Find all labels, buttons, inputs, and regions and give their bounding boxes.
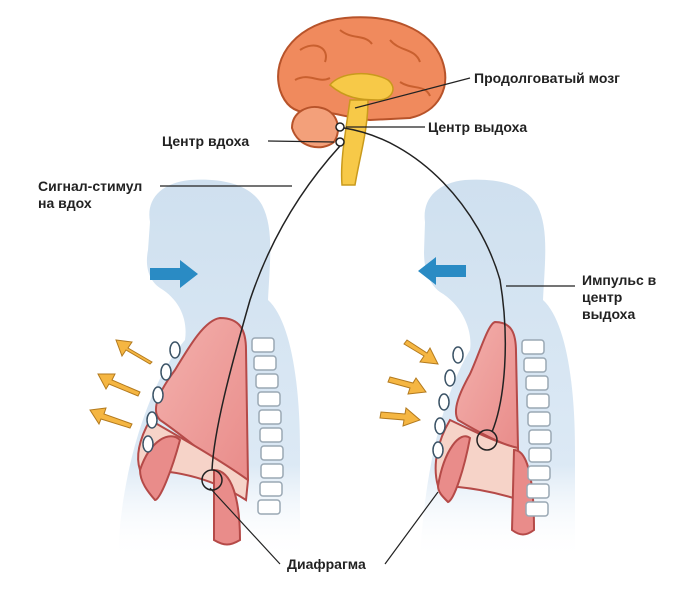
left-ribs bbox=[142, 341, 181, 453]
right-spine bbox=[521, 339, 552, 517]
inhale-signal-label: Сигнал-стимул на вдох bbox=[38, 178, 143, 211]
inhale-nerve bbox=[211, 145, 341, 471]
left-figure bbox=[89, 179, 300, 560]
exhale-center-marker bbox=[335, 122, 345, 132]
callout-lines bbox=[160, 77, 575, 565]
right-diaphragm-marker bbox=[476, 429, 498, 451]
brain bbox=[277, 16, 447, 186]
exhale-center-label: Центр выдоха bbox=[428, 119, 528, 135]
right-ribs bbox=[432, 346, 464, 459]
brain-inner bbox=[328, 72, 394, 101]
right-diaphragm bbox=[436, 435, 472, 504]
brainstem bbox=[340, 99, 369, 186]
nerve-lines bbox=[211, 127, 507, 471]
left-lung bbox=[155, 316, 250, 482]
arrow-down-right-icon bbox=[379, 339, 439, 427]
inhale-center-marker bbox=[335, 137, 345, 147]
exhale-impulse-label: Импульс в центр выдоха bbox=[582, 272, 657, 322]
diaphragm-label: Диафрагма bbox=[287, 556, 366, 572]
brain-folds bbox=[294, 29, 431, 97]
arrow-left-icon bbox=[418, 257, 466, 285]
medulla-label: Продолговатый мозг bbox=[474, 70, 621, 86]
right-figure bbox=[379, 179, 575, 560]
exhale-nerve bbox=[343, 127, 507, 433]
left-spine bbox=[251, 337, 284, 515]
right-lung bbox=[454, 320, 520, 450]
arrow-right-icon bbox=[150, 260, 198, 288]
arrow-up-left-icon bbox=[89, 339, 153, 429]
inhale-center-label: Центр вдоха bbox=[162, 133, 250, 149]
cerebellum bbox=[290, 106, 339, 149]
